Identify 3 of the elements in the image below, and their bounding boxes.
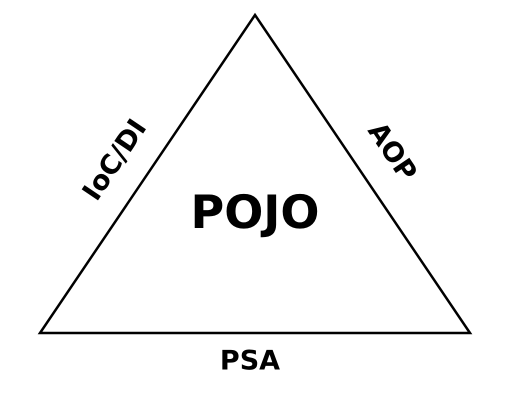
side-label: PSA [220, 346, 280, 376]
triangle-node [40, 15, 470, 333]
node-label: POJO [190, 185, 320, 239]
